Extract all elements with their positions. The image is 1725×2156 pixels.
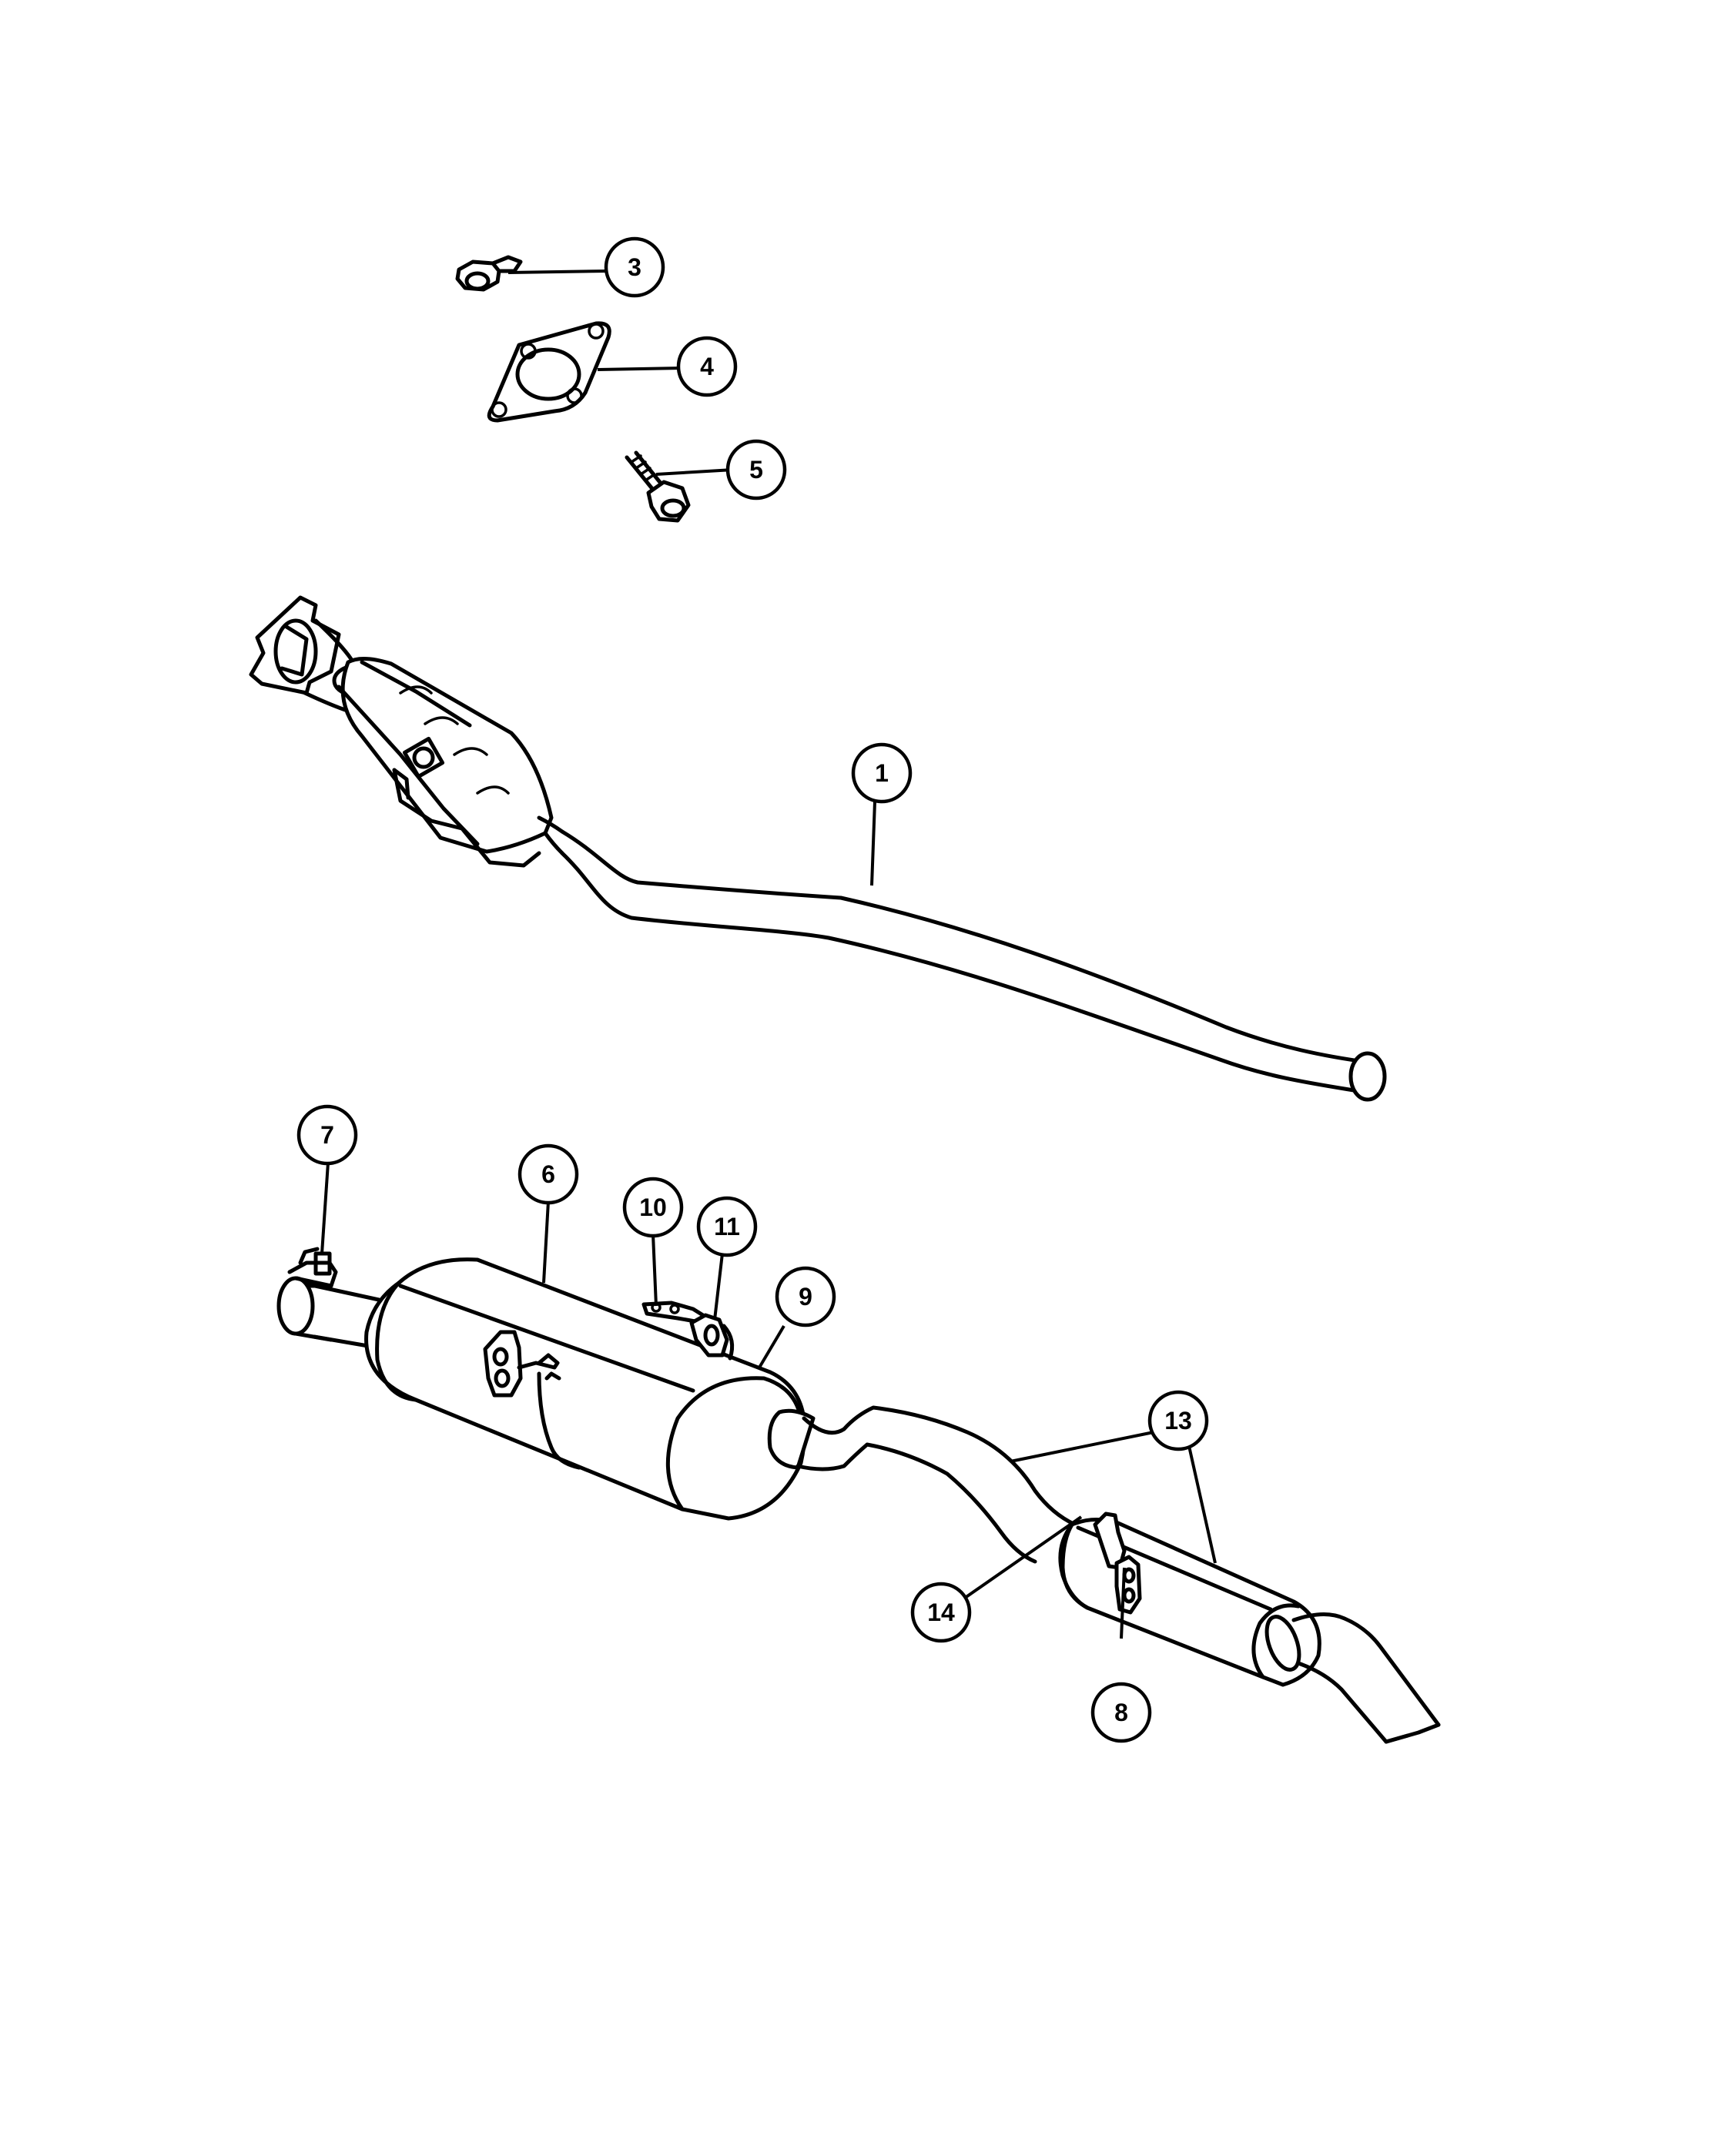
- callout-7: 7: [296, 1104, 358, 1166]
- part-7-clamp: [276, 1247, 338, 1342]
- callout-9: 9: [775, 1266, 836, 1327]
- part-1-front-pipe-catalytic-converter: [249, 595, 1387, 1102]
- callout-11: 11: [696, 1196, 758, 1257]
- callout-label: 13: [1164, 1407, 1192, 1435]
- callout-circle: [622, 1177, 684, 1238]
- callout-14: 14: [910, 1582, 972, 1643]
- part-3-flange-nut: [455, 255, 523, 292]
- callout-circle: [1147, 1390, 1209, 1451]
- callout-circle: [696, 1196, 758, 1257]
- callout-3: 3: [604, 236, 665, 298]
- callout-label: 7: [320, 1121, 334, 1149]
- part-5-bolt: [625, 450, 691, 523]
- callout-label: 9: [799, 1283, 812, 1311]
- callout-label: 8: [1114, 1699, 1128, 1726]
- callout-label: 4: [700, 353, 714, 380]
- callout-1: 1: [851, 742, 913, 804]
- callout-8: 8: [1090, 1682, 1152, 1743]
- callout-6: 6: [518, 1143, 579, 1205]
- callout-circle: [518, 1143, 579, 1205]
- callout-label: 10: [639, 1194, 667, 1221]
- leader-lines: [320, 270, 1217, 1639]
- callout-5: 5: [725, 439, 787, 500]
- callout-label: 5: [749, 456, 763, 484]
- callout-circle: [296, 1104, 358, 1166]
- callout-4: 4: [676, 336, 738, 397]
- part-6-muffler: [306, 1257, 807, 1521]
- part-11-insulator: [689, 1313, 735, 1361]
- callout-label: 14: [927, 1599, 955, 1626]
- callout-13: 13: [1147, 1390, 1209, 1451]
- callout-circle: [851, 742, 913, 804]
- callout-label: 6: [541, 1160, 555, 1188]
- callout-10: 10: [622, 1177, 684, 1238]
- callout-label: 1: [875, 759, 889, 787]
- callout-label: 11: [714, 1213, 740, 1240]
- callout-circle: [775, 1266, 836, 1327]
- part-4-gasket: [487, 321, 611, 423]
- callout-circle: [1090, 1682, 1152, 1743]
- callout-label: 3: [628, 253, 641, 281]
- callout-circle: [725, 439, 787, 500]
- callout-circle: [676, 336, 738, 397]
- callout-circle: [910, 1582, 972, 1643]
- callout-circle: [604, 236, 665, 298]
